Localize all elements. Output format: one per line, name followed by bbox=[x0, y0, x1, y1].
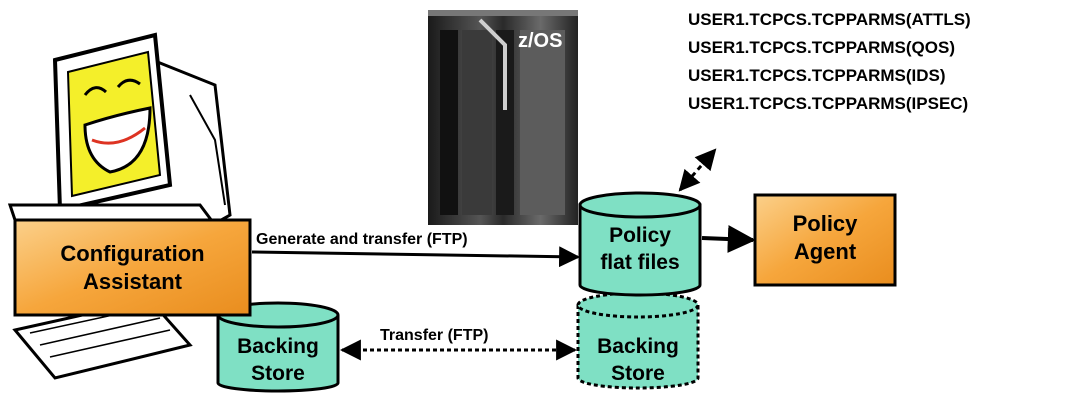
dataset-item: USER1.TCPCS.TCPPARMS(IDS) bbox=[688, 66, 946, 85]
dataset-item: USER1.TCPCS.TCPPARMS(QOS) bbox=[688, 38, 955, 57]
policy-agent-label: Policy Agent bbox=[755, 210, 895, 266]
backing-store-local-line2: Store bbox=[251, 362, 305, 385]
generate-arrow-label: Generate and transfer (FTP) bbox=[256, 231, 468, 248]
policy-agent-line1: Policy bbox=[792, 211, 858, 236]
policy-files-label: Policy flat files bbox=[580, 222, 700, 276]
config-assistant-box bbox=[13, 218, 252, 317]
backing-store-local-label: Backing Store bbox=[218, 333, 338, 387]
backing-store-remote-label: Backing Store bbox=[578, 333, 698, 387]
policy-agent-arrow bbox=[701, 225, 756, 254]
policy-files-cylinder bbox=[578, 191, 702, 297]
backing-store-local-cylinder bbox=[216, 301, 340, 393]
dataset-link-arrow bbox=[678, 148, 717, 192]
backing-store-local-line1: Backing bbox=[237, 335, 319, 358]
backing-store-remote-line2: Store bbox=[611, 362, 665, 385]
config-assistant-line2: Assistant bbox=[82, 269, 183, 294]
backing-store-remote-cylinder bbox=[576, 291, 700, 390]
config-assistant-line1: Configuration bbox=[60, 241, 205, 266]
config-assistant-label: Configuration Assistant bbox=[15, 240, 250, 296]
mainframe-icon bbox=[428, 10, 578, 225]
zos-label: z/OS bbox=[518, 30, 563, 52]
computer-mascot-icon bbox=[7, 32, 232, 380]
policy-files-line1: Policy bbox=[609, 224, 671, 247]
dataset-item: USER1.TCPCS.TCPPARMS(IPSEC) bbox=[688, 94, 969, 113]
policy-files-line2: flat files bbox=[600, 251, 680, 274]
generate-arrow bbox=[251, 246, 581, 268]
dataset-item: USER1.TCPCS.TCPPARMS(ATTLS) bbox=[688, 10, 971, 29]
dataset-list: USER1.TCPCS.TCPPARMS(ATTLS) USER1.TCPCS.… bbox=[688, 6, 971, 118]
policy-agent-box bbox=[753, 193, 897, 287]
backing-store-remote-line1: Backing bbox=[597, 335, 679, 358]
policy-agent-line2: Agent bbox=[793, 239, 857, 264]
transfer-arrow-label: Transfer (FTP) bbox=[380, 327, 489, 344]
